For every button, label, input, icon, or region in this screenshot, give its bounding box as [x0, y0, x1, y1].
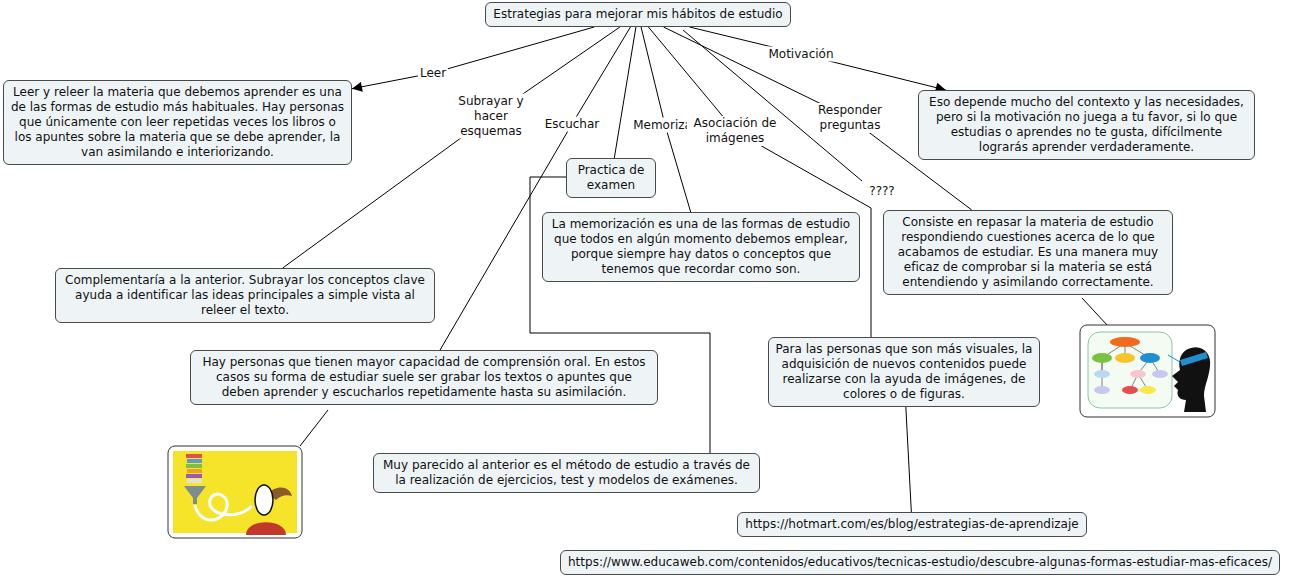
picture-frame	[168, 446, 302, 538]
concept-text: Consiste en repasar la materia de estudi…	[890, 215, 1166, 290]
linking-phrase: Asociación de imágenes	[687, 116, 783, 146]
concept-box: Leer y releer la materia que debemos apr…	[3, 80, 352, 165]
concept-box: Hay personas que tienen mayor capacidad …	[190, 350, 658, 405]
concept-box: Para las personas que son más visuales, …	[768, 337, 1040, 407]
concept-text: Eso depende mucho del contexto y las nec…	[925, 95, 1248, 155]
book	[187, 459, 202, 463]
learning-illustration	[168, 446, 302, 538]
connector	[614, 27, 636, 158]
concept-box: Practica de examen	[566, 158, 656, 198]
concept-text: https://www.educaweb.com/contenidos/educ…	[567, 555, 1273, 570]
linking-phrase: ????	[867, 184, 896, 199]
book	[187, 479, 202, 483]
head-band	[1180, 352, 1208, 366]
concept-text: Hay personas que tienen mayor capacidad …	[197, 355, 651, 400]
concept-box: https://hotmart.com/es/blog/estrategias-…	[737, 512, 1087, 537]
connector	[690, 27, 946, 90]
concept-box: Complementaría a la anterior. Subrayar l…	[55, 268, 435, 323]
tree-bubble	[1140, 386, 1156, 394]
concept-box: Estrategias para mejorar mis hábitos de …	[485, 2, 791, 27]
funnel	[184, 486, 206, 504]
connector	[352, 27, 594, 89]
concept-text: https://hotmart.com/es/blog/estrategias-…	[744, 517, 1080, 532]
tree-bubble	[1092, 353, 1112, 363]
tree-bubble	[1094, 370, 1110, 378]
concept-text: Practica de examen	[573, 163, 649, 193]
concept-box: Muy parecido al anterior es el método de…	[373, 453, 760, 493]
concept-box: https://www.educaweb.com/contenidos/educ…	[560, 550, 1280, 575]
concept-text: Muy parecido al anterior es el método de…	[380, 458, 753, 488]
picture-ground	[173, 451, 297, 533]
concept-text: Estrategias para mejorar mis hábitos de …	[492, 7, 784, 22]
head-silhouette	[1172, 347, 1210, 412]
linking-phrase: Leer	[418, 66, 448, 81]
picture-frame	[1080, 325, 1215, 417]
concept-box: Eso depende mucho del contexto y las nec…	[918, 90, 1255, 160]
link-line	[1168, 355, 1180, 362]
linking-phrase: Escuchar	[543, 117, 602, 132]
tree-bubble	[1110, 337, 1140, 347]
person-head	[255, 485, 273, 515]
concept-text: Complementaría a la anterior. Subrayar l…	[62, 273, 428, 318]
person-body	[246, 522, 286, 535]
concept-text: Leer y releer la materia que debemos apr…	[10, 85, 345, 160]
book	[186, 454, 202, 458]
concept-text: Para las personas que son más visuales, …	[775, 342, 1033, 402]
leader-line	[300, 410, 328, 446]
tree-bubble	[1094, 386, 1110, 394]
book	[186, 474, 202, 478]
book	[187, 469, 202, 473]
connector	[906, 407, 912, 512]
tree-bubble	[1152, 370, 1168, 378]
concept-text: La memorización es una de las formas de …	[549, 217, 853, 277]
tree-bubble	[1140, 353, 1160, 363]
concept-box: La memorización es una de las formas de …	[542, 212, 860, 282]
tree-bubble	[1115, 353, 1135, 363]
mindmap-illustration	[1080, 325, 1215, 417]
thought-bubble	[1088, 332, 1172, 408]
linking-phrase: Subrayar y hacer esquemas	[456, 94, 526, 139]
concept-box: Consiste en repasar la materia de estudi…	[883, 210, 1173, 295]
tree-bubble	[1130, 370, 1146, 378]
book	[186, 464, 202, 468]
leader-line	[1082, 298, 1108, 326]
linking-phrase: Responder preguntas	[810, 103, 890, 133]
flow-line	[195, 494, 252, 520]
linking-phrase: Motivación	[766, 47, 835, 62]
tree-bubble	[1122, 386, 1138, 394]
